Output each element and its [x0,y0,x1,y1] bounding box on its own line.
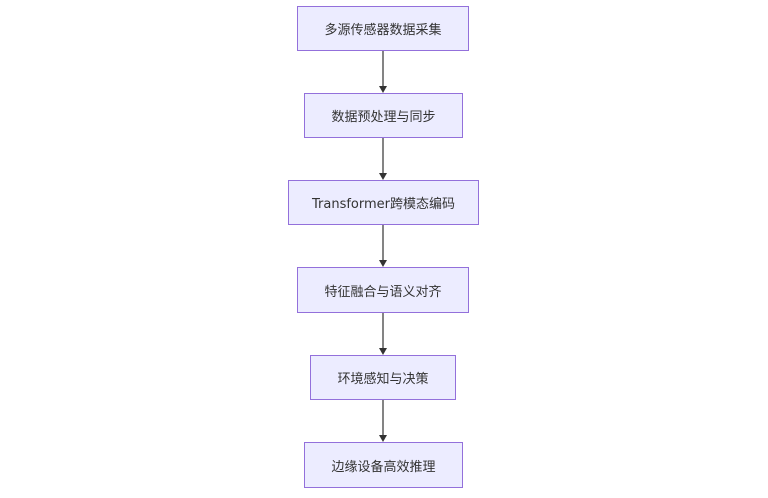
edge-3-4 [379,313,387,355]
node-data-preprocessing-sync: 数据预处理与同步 [304,93,463,138]
edge-0-1 [379,51,387,93]
edge-4-5 [379,400,387,442]
node-multi-source-sensor-data-collection: 多源传感器数据采集 [297,6,469,51]
edge-1-2 [379,138,387,180]
node-feature-fusion-semantic-alignment: 特征融合与语义对齐 [297,267,469,313]
node-transformer-cross-modal-encoding: Transformer跨模态编码 [288,180,479,225]
node-environment-perception-decision: 环境感知与决策 [310,355,456,400]
edge-2-3 [379,225,387,267]
node-edge-device-efficient-inference: 边缘设备高效推理 [304,442,463,488]
